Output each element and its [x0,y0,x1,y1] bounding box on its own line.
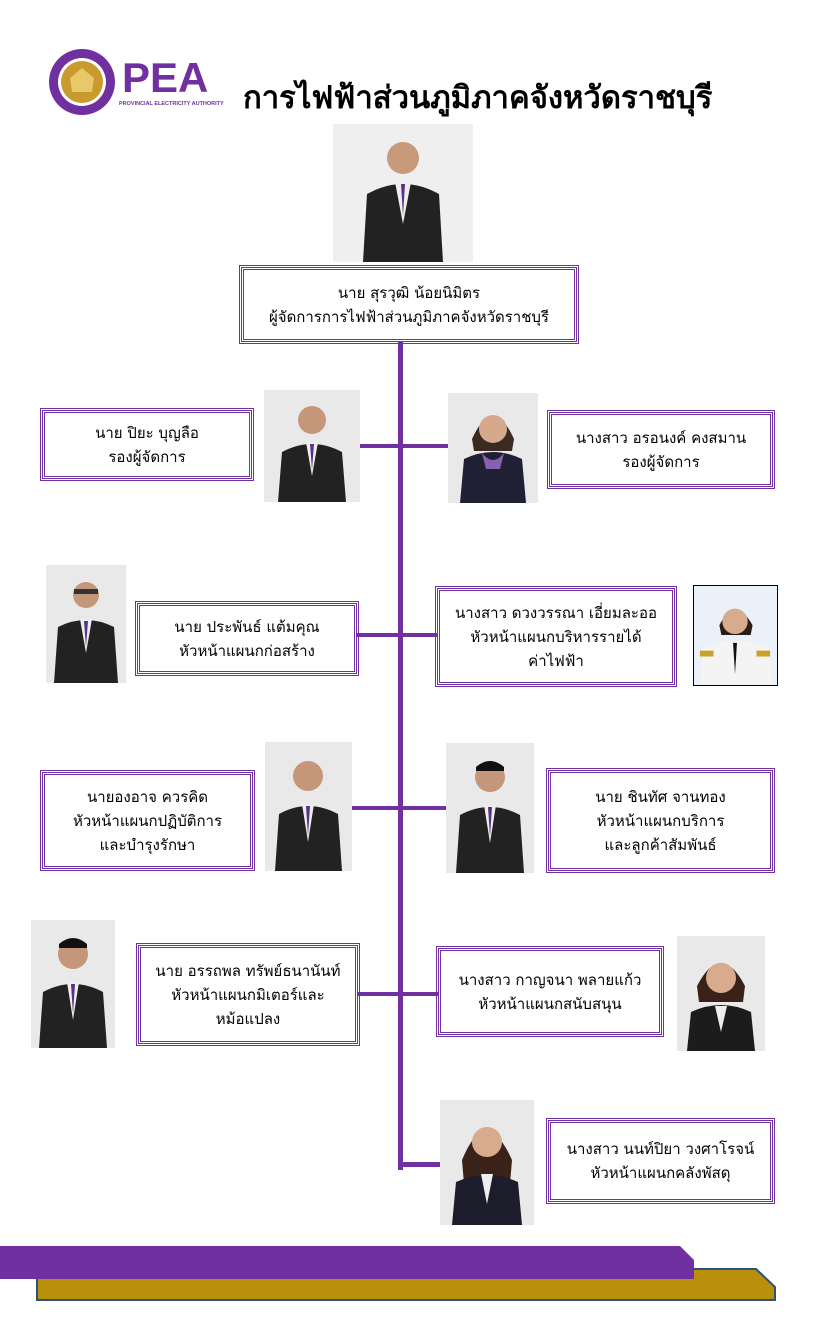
footer-purple-bar [0,1246,695,1280]
revenue-box: นางสาว ดวงวรรณา เอี่ยมละออ หัวหน้าแผนกบร… [435,586,677,687]
trunk-line [398,340,403,1170]
support-role: หัวหน้าแผนกสนับสนุน [478,994,622,1013]
meter-photo [31,920,115,1048]
deputy-right-photo [448,393,538,503]
logo-subtitle: PROVINCIAL ELECTRICITY AUTHORITY [119,101,224,107]
manager-role: ผู้จัดการการไฟฟ้าส่วนภูมิภาคจังหวัดราชบุ… [268,307,549,326]
customer-role: หัวหน้าแผนกบริการ [596,811,725,830]
manager-box: นาย สุรวุฒิ น้อยนิมิตร ผู้จัดการการไฟฟ้า… [239,265,579,344]
deputy-right-role: รองผู้จัดการ [622,452,700,471]
deputy-left-box: นาย ปิยะ บุญลือ รองผู้จัดการ [40,408,254,481]
deputy-left-name: นาย ปิยะ บุญลือ [95,423,199,442]
warehouse-box: นางสาว นนท์ปิยา วงศาโรจน์ หัวหน้าแผนกคลั… [546,1118,775,1204]
branch-row5 [398,1162,440,1167]
pea-logo: PEA [48,48,238,118]
customer-photo [446,743,534,873]
operations-name: นายองอาจ ควรคิด [86,787,209,806]
deputy-left-photo [264,390,360,502]
branch-row4 [356,992,438,996]
manager-photo [333,124,473,262]
branch-row2 [356,633,438,637]
branch-deputies [360,444,448,448]
revenue-photo [693,585,778,686]
support-photo [677,936,765,1051]
revenue-name: นางสาว ดวงวรรณา เอี่ยมละออ [455,603,657,622]
revenue-role: หัวหน้าแผนกบริหารรายได้ [470,627,642,646]
meter-role-2: หม้อแปลง [215,1009,281,1028]
customer-name: นาย ชินทัศ จานทอง [595,787,726,806]
operations-role-2: และบำรุงรักษา [99,835,196,854]
construction-name: นาย ประพันธ์ แต้มคุณ [174,617,320,636]
operations-role: หัวหน้าแผนกปฏิบัติการ [72,811,223,830]
customer-role-2: และลูกค้าสัมพันธ์ [604,835,717,854]
operations-photo [265,742,352,871]
support-box: นางสาว กาญจนา พลายแก้ว หัวหน้าแผนกสนับสน… [436,946,664,1037]
deputy-right-box: นางสาว อรอนงค์ คงสมาน รองผู้จัดการ [547,410,775,489]
branch-row3 [352,806,448,810]
svg-text:PEA: PEA [122,54,208,101]
warehouse-photo [440,1100,534,1225]
manager-name: นาย สุรวุฒิ น้อยนิมิตร [337,283,481,302]
warehouse-role: หัวหน้าแผนกคลังพัสดุ [590,1164,731,1182]
customer-box: นาย ชินทัศ จานทอง หัวหน้าแผนกบริการ และล… [546,768,775,873]
meter-name: นาย อรรถพล ทรัพย์ธนานันท์ [155,961,341,980]
support-name: นางสาว กาญจนา พลายแก้ว [458,970,642,989]
construction-photo [46,565,126,683]
revenue-role-2: ค่าไฟฟ้า [528,651,584,670]
page-title: การไฟฟ้าส่วนภูมิภาคจังหวัดราชบุรี [243,80,713,116]
construction-box: นาย ประพันธ์ แต้มคุณ หัวหน้าแผนกก่อสร้าง [135,601,359,676]
deputy-left-role: รองผู้จัดการ [108,447,186,466]
meter-box: นาย อรรถพล ทรัพย์ธนานันท์ หัวหน้าแผนกมิเ… [136,943,360,1046]
construction-role: หัวหน้าแผนกก่อสร้าง [179,641,315,660]
meter-role: หัวหน้าแผนกมิเตอร์และ [171,985,325,1004]
deputy-right-name: นางสาว อรอนงค์ คงสมาน [575,428,747,447]
warehouse-name: นางสาว นนท์ปิยา วงศาโรจน์ [566,1140,755,1158]
operations-box: นายองอาจ ควรคิด หัวหน้าแผนกปฏิบัติการ แล… [40,770,255,871]
